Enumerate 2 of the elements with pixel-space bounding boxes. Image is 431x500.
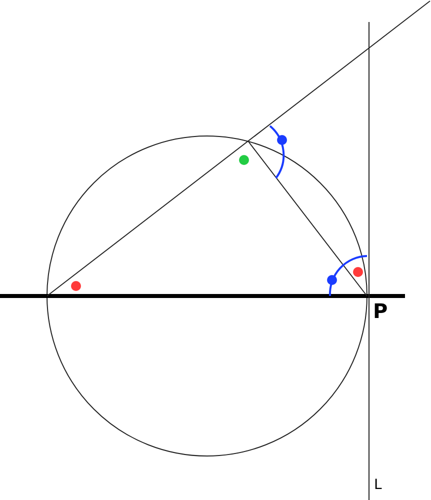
point-label: L (374, 478, 382, 492)
point-label: P (373, 301, 388, 321)
